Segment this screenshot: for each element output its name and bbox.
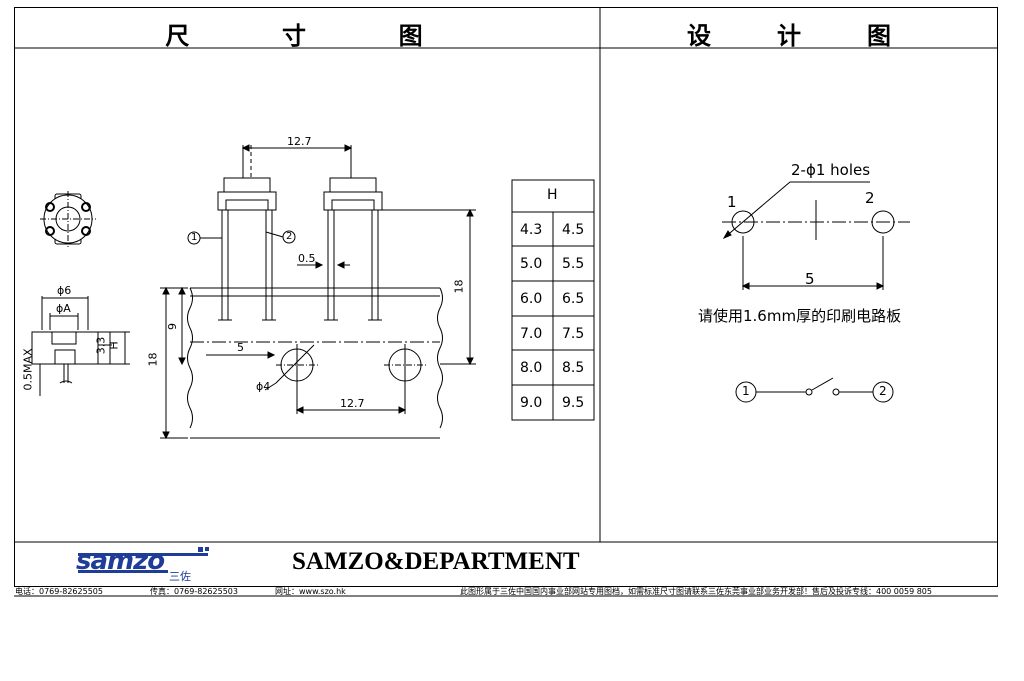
department-name: SAMZO&DEPARTMENT bbox=[292, 548, 580, 575]
switch-side-view bbox=[31, 296, 130, 396]
h-table-cell: 8.0 bbox=[520, 360, 543, 376]
dim-05max-label: 0.5MAX bbox=[21, 348, 35, 391]
logo-subtext: 三佐 bbox=[169, 570, 191, 583]
h-dim-label: H bbox=[107, 341, 121, 350]
h-table-header: H bbox=[547, 187, 558, 203]
h-table-cell: 5.0 bbox=[520, 256, 543, 272]
body-dia-label: ϕ6 bbox=[57, 284, 72, 297]
footer-fax: 传真：0769-82625503 bbox=[150, 587, 238, 596]
switch-top-view bbox=[40, 191, 96, 247]
h-table-cell: 7.0 bbox=[520, 326, 543, 342]
title-char: 设 bbox=[687, 20, 713, 50]
symbol-pin-2: 2 bbox=[879, 384, 887, 398]
title-char: 图 bbox=[867, 20, 893, 50]
h-table bbox=[511, 179, 595, 421]
footer-phone: 电话：0769-82625505 bbox=[15, 587, 103, 596]
title-char: 寸 bbox=[281, 20, 308, 50]
hole-spacing-label: 5 bbox=[805, 270, 815, 288]
title-char: 图 bbox=[398, 20, 425, 50]
dimension-drawing-title: 尺 寸 图 bbox=[120, 18, 470, 50]
height-right-label: 18 bbox=[452, 279, 466, 294]
symbol-pin-1: 1 bbox=[742, 384, 750, 398]
h-table-cell: 8.5 bbox=[562, 360, 585, 376]
design-drawing-title: 设 计 图 bbox=[655, 18, 925, 50]
depth-label: 9 bbox=[166, 323, 179, 330]
callout-1-label: 1 bbox=[191, 232, 198, 243]
pin-2-label: 2 bbox=[865, 189, 875, 207]
pcb-hole-layout bbox=[722, 181, 910, 290]
footer-notice: 此图形属于三佐中国国内事业部网站专用图档，如需标准尺寸图请联系三佐东莞事业部业务… bbox=[460, 587, 932, 596]
actuator-dia-label: ϕA bbox=[56, 302, 71, 315]
dim-33-label: 3.3 bbox=[94, 336, 108, 355]
samzo-logo bbox=[78, 547, 209, 573]
title-char: 计 bbox=[777, 20, 803, 50]
callout-2-label: 2 bbox=[286, 231, 293, 242]
gap-label: 0.5 bbox=[298, 252, 316, 265]
h-table-cell: 4.3 bbox=[520, 222, 543, 238]
pcb-thickness-note: 请使用1.6mm厚的印刷电路板 bbox=[698, 307, 902, 325]
h-table-cell: 7.5 bbox=[562, 326, 585, 342]
holes-label: 2-ϕ1 holes bbox=[791, 161, 871, 179]
spacing-bottom-label: 12.7 bbox=[340, 397, 365, 410]
drawing-frame bbox=[14, 7, 998, 587]
h-table-cell: 9.5 bbox=[562, 395, 585, 411]
footer-website[interactable]: 网址：www.szo.hk bbox=[275, 587, 346, 596]
hole-dia-label: ϕ4 bbox=[256, 380, 271, 393]
height-left-label: 18 bbox=[146, 352, 160, 367]
spacing-top-label: 12.7 bbox=[287, 135, 312, 148]
title-char: 尺 bbox=[165, 20, 192, 50]
switch-schematic-symbol bbox=[735, 377, 894, 403]
h-table-cell: 6.5 bbox=[562, 291, 585, 307]
h-table-cell: 5.5 bbox=[562, 256, 585, 272]
logo-text: samzo bbox=[76, 546, 165, 576]
h-table-cell: 4.5 bbox=[562, 222, 585, 238]
h-table-cell: 6.0 bbox=[520, 291, 543, 307]
pin-1-label: 1 bbox=[727, 193, 737, 211]
offset-label: 5 bbox=[237, 341, 244, 354]
switch-front-view bbox=[160, 144, 476, 440]
h-table-cell: 9.0 bbox=[520, 395, 543, 411]
